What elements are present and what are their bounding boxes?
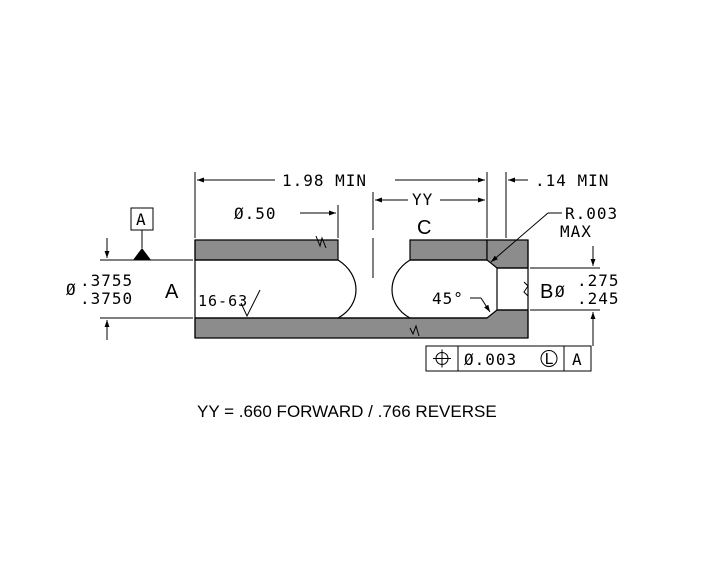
datum-a-label: A bbox=[165, 281, 179, 303]
cross-hole-left-curve bbox=[337, 259, 357, 319]
finish-text: 16-63 bbox=[198, 292, 248, 310]
finish-check-icon bbox=[240, 289, 261, 318]
datum-a-box-text: A bbox=[136, 210, 147, 229]
surface-finish: 16-63 bbox=[198, 289, 261, 318]
bottom-wall bbox=[194, 309, 529, 339]
break-mark-right bbox=[523, 281, 529, 297]
fcf-tolerance-text: Ø.003 bbox=[464, 350, 517, 369]
break-mark-bottom bbox=[409, 324, 420, 337]
left-dia-prefix: Ø bbox=[66, 280, 77, 299]
right-dia-prefix: Ø bbox=[555, 282, 566, 301]
part-section bbox=[194, 235, 529, 339]
bore-diameter-text: Ø.50 bbox=[234, 204, 277, 223]
radius-qualifier-text: MAX bbox=[560, 222, 592, 241]
fcf-modifier-text: L bbox=[545, 350, 555, 368]
radius-text: R.003 bbox=[565, 204, 618, 223]
feature-control-frame: Ø.003 L A bbox=[425, 345, 592, 372]
datum-triangle-icon bbox=[133, 248, 151, 260]
left-dia-upper: .3755 bbox=[80, 271, 133, 290]
yy-text: YY bbox=[412, 190, 433, 209]
dim-bore-diameter: Ø.50 bbox=[234, 204, 339, 238]
dim-radius: R.003 MAX bbox=[490, 204, 618, 263]
dim-overall-length: 1.98 MIN bbox=[194, 171, 488, 238]
fcf-modifier-circle bbox=[540, 350, 558, 367]
cross-hole-right-curve bbox=[391, 259, 411, 319]
datum-c-label: C bbox=[417, 217, 431, 239]
top-wall-left bbox=[194, 239, 339, 261]
top-wall-right bbox=[409, 239, 488, 261]
dim-chamfer-length: .14 MIN bbox=[505, 171, 609, 238]
fcf-datum-text: A bbox=[572, 350, 583, 369]
datum-b-label: B bbox=[540, 281, 553, 303]
chamfer-length-text: .14 MIN bbox=[535, 171, 609, 190]
break-mark-top bbox=[315, 235, 327, 249]
dim-left-diameter: Ø .3755 .3750 A bbox=[66, 238, 193, 340]
angle-text: 45° bbox=[432, 289, 464, 308]
position-icon bbox=[433, 349, 451, 368]
datum-a-feature: A bbox=[130, 207, 154, 260]
right-dia-lower: .245 bbox=[577, 289, 620, 308]
left-dia-lower: .3750 bbox=[80, 289, 133, 308]
overall-length-text: 1.98 MIN bbox=[282, 171, 367, 190]
right-dia-upper: .275 bbox=[577, 271, 620, 290]
dim-angle: 45° bbox=[432, 289, 491, 313]
top-wall-chamfer bbox=[486, 239, 529, 269]
dim-right-diameter: B Ø .275 .245 bbox=[530, 246, 620, 346]
yy-note: YY = .660 FORWARD / .766 REVERSE bbox=[197, 402, 497, 421]
dim-yy: YY bbox=[372, 190, 485, 230]
